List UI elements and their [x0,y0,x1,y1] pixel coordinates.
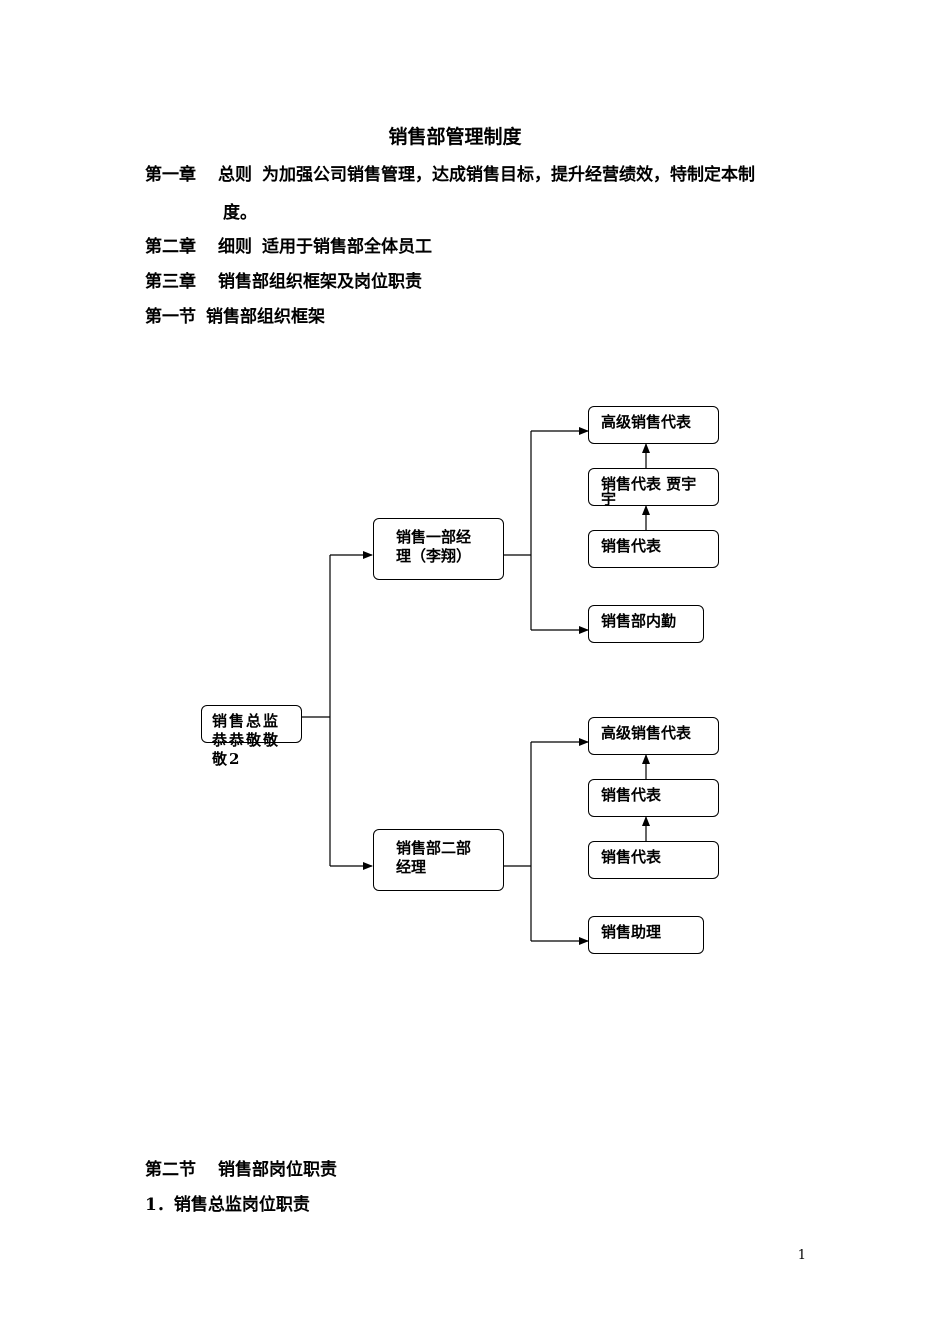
chapter-2-heading: 细则 [218,237,252,257]
section-2-line: 第二节 销售部岗位职责 [145,1155,337,1180]
chapter-1-label: 第一章 [145,165,196,185]
org-node-dept2-rep-a: 销售代表 [588,779,719,817]
chapter-1-line: 第一章 总则为加强公司销售管理，达成销售目标，提升经营绩效，特制定本制 [145,160,755,185]
org-node-dept2-assistant-label: 销售助理 [601,922,662,941]
section-2-text: 销售部岗位职责 [218,1160,337,1180]
chapter-1-heading: 总则 [218,165,252,185]
section-1-line: 第一节销售部组织框架 [145,302,325,327]
org-node-dept1-manager-label: 销售一部经理（李翔） [396,528,472,565]
org-node-sales-director-label: 销售总监恭恭敬敬敬2 [212,712,281,768]
section-1-label: 第一节 [145,307,196,327]
org-node-dept2-manager-label: 销售部二部经理 [396,839,472,876]
org-node-dept1-rep-a: 销售代表 贾宇宇 [588,468,719,508]
org-node-dept1-rep-b-label: 销售代表 [601,536,662,555]
org-node-dept2-senior-rep: 高级销售代表 [588,717,719,755]
document-title: 销售部管理制度 [388,126,522,148]
chapter-2-label: 第二章 [145,237,196,257]
chapter-3-line: 第三章 销售部组织框架及岗位职责 [145,267,422,292]
org-node-dept1-senior-rep-label: 高级销售代表 [601,412,692,431]
chapter-1-text-cont: 度。 [223,203,257,223]
chapter-2-text: 适用于销售部全体员工 [262,237,432,257]
org-node-dept2-manager: 销售部二部经理 [373,829,504,891]
chapter-3-text: 销售部组织框架及岗位职责 [218,272,422,292]
item-1-heading: 1．销售总监岗位职责 [145,1195,310,1215]
chapter-3-label: 第三章 [145,272,196,292]
org-node-sales-director: 销售总监恭恭敬敬敬2 [201,705,302,768]
org-node-dept2-rep-b-label: 销售代表 [601,847,662,866]
section-1-text: 销售部组织框架 [206,307,325,327]
org-node-dept1-senior-rep: 高级销售代表 [588,406,719,444]
org-node-dept1-rep-a-label: 销售代表 贾宇宇 [601,475,697,508]
chapter-2-line: 第二章 细则适用于销售部全体员工 [145,232,432,257]
org-node-dept2-rep-b: 销售代表 [588,841,719,879]
section-2-label: 第二节 [145,1160,196,1180]
chapter-1-text: 为加强公司销售管理，达成销售目标，提升经营绩效，特制定本制 [262,165,755,185]
org-node-dept1-manager: 销售一部经理（李翔） [373,518,504,580]
page-number: 1 [797,1248,806,1263]
org-node-dept2-senior-rep-label: 高级销售代表 [601,723,692,742]
org-node-dept1-assistant: 销售部内勤 [588,605,704,643]
org-node-dept2-rep-a-label: 销售代表 [601,785,662,804]
org-node-dept1-rep-b: 销售代表 [588,530,719,568]
org-node-dept1-assistant-label: 销售部内勤 [601,611,677,630]
org-node-dept2-assistant: 销售助理 [588,916,704,954]
